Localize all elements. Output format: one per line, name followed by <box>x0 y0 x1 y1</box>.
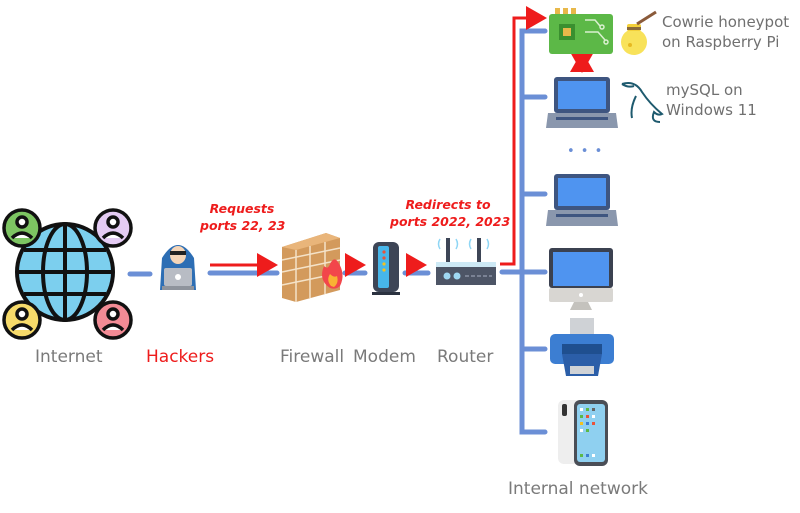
printer-icon <box>550 318 614 376</box>
raspberry-pi-icon <box>549 8 613 54</box>
user-avatar-icon <box>2 300 42 340</box>
laptop-icon <box>546 174 618 226</box>
label-internal-network: Internal network <box>508 479 648 499</box>
annotation-redirect-line2: ports 2022, 2023 <box>390 214 511 229</box>
label-modem: Modem <box>353 347 416 367</box>
label-firewall: Firewall <box>280 347 345 367</box>
mysql-dolphin-icon <box>621 82 664 123</box>
desktop-monitor-icon <box>549 248 613 310</box>
hacker-icon <box>160 245 196 290</box>
router-icon <box>436 238 496 285</box>
honeypot-label: Cowrie honeypot on Raspberry Pi <box>662 12 789 52</box>
modem-icon <box>372 242 400 295</box>
mysql-label: mySQL on Windows 11 <box>666 80 757 120</box>
internal-bus <box>519 28 548 435</box>
annotation-redirect: Redirects to ports 2022, 2023 <box>390 196 511 230</box>
attack-path <box>210 6 594 277</box>
user-avatar-icon <box>2 208 42 248</box>
user-avatar-icon <box>93 208 133 248</box>
laptop-icon <box>546 77 618 128</box>
honeypot-label-line2: on Raspberry Pi <box>662 33 780 51</box>
smartphone-icon <box>558 400 608 466</box>
arrow-redirect-honeypot <box>500 6 547 266</box>
annotation-requests: Requests ports 22, 23 <box>200 200 286 234</box>
honeypot-label-line1: Cowrie honeypot <box>662 13 790 31</box>
internet-globe-icon <box>2 208 133 340</box>
network-links <box>127 28 548 435</box>
firewall-icon <box>281 233 343 302</box>
label-hackers: Hackers <box>146 347 215 367</box>
mysql-label-line1: mySQL on <box>666 81 743 99</box>
label-internet: Internet <box>35 347 103 367</box>
mysql-label-line2: Windows 11 <box>666 101 757 119</box>
label-router: Router <box>437 347 494 367</box>
user-avatar-icon <box>93 300 133 340</box>
more-devices-ellipsis: • • • <box>567 144 604 159</box>
annotation-redirect-line1: Redirects to <box>405 197 491 212</box>
honey-pot-icon <box>621 10 657 55</box>
annotation-requests-line1: Requests <box>209 201 275 216</box>
annotation-requests-line2: ports 22, 23 <box>200 218 286 233</box>
